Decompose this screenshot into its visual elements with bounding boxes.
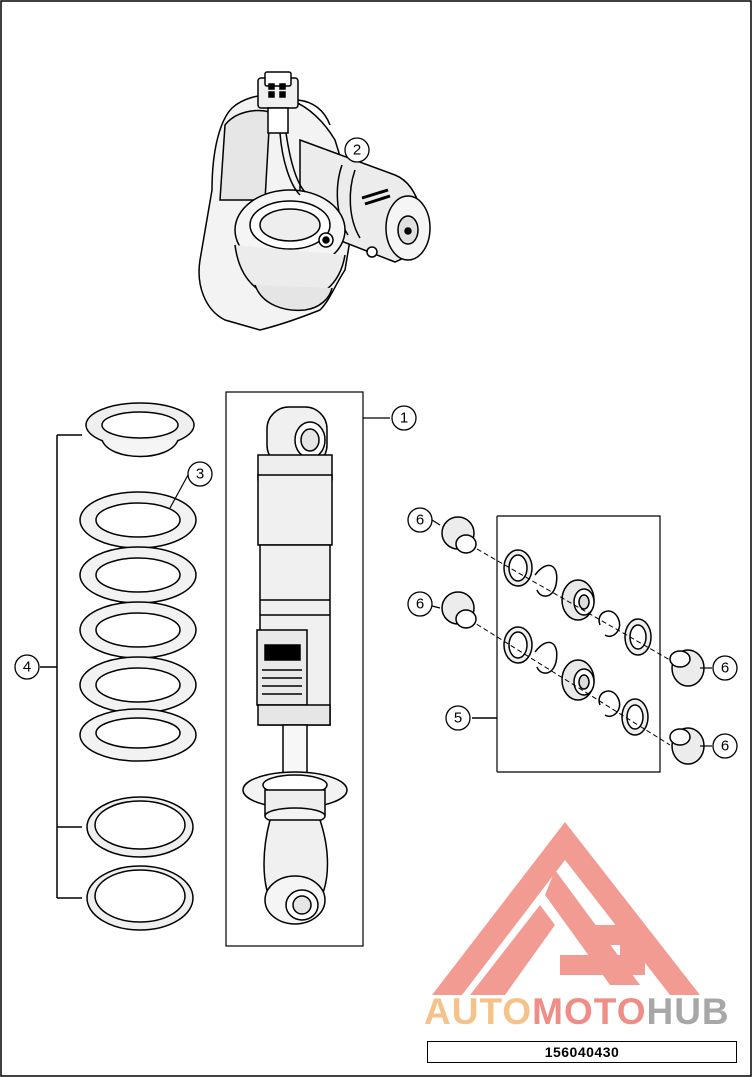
bushing-6c xyxy=(669,649,705,687)
bushing-6b xyxy=(441,591,477,629)
bushing-6a xyxy=(441,516,477,554)
callout-5: 5 xyxy=(445,705,471,731)
svg-text:5: 5 xyxy=(454,710,462,727)
callout-2: 2 xyxy=(344,137,370,163)
svg-text:6: 6 xyxy=(721,660,729,677)
callout-leaders xyxy=(169,417,712,747)
watermark-moto: MOTO xyxy=(532,991,647,1032)
coil-spring xyxy=(79,491,197,762)
watermark-auto: AUTO xyxy=(424,991,533,1032)
svg-text:6: 6 xyxy=(416,596,424,613)
svg-text:2: 2 xyxy=(353,142,361,159)
callout-6a: 6 xyxy=(407,507,433,533)
svg-text:1: 1 xyxy=(400,410,408,427)
part-number: 156040430 xyxy=(427,1041,737,1063)
svg-text:3: 3 xyxy=(196,466,204,483)
shock-absorber-box xyxy=(225,391,364,947)
callout-6d: 6 xyxy=(712,733,738,759)
watermark-logo-icon xyxy=(432,822,700,995)
watermark-hub: HUB xyxy=(646,991,730,1032)
callout-6c: 6 xyxy=(712,655,738,681)
spring-washer-2 xyxy=(86,865,194,931)
callout-1: 1 xyxy=(391,405,417,431)
callout-3: 3 xyxy=(187,461,213,487)
shock-reservoir-assembly xyxy=(198,71,431,331)
svg-text:6: 6 xyxy=(721,738,729,755)
bushing-6d xyxy=(669,727,705,765)
svg-text:4: 4 xyxy=(23,659,31,676)
bearing-kit xyxy=(469,515,671,773)
spring-kit-group xyxy=(40,434,82,899)
callout-4: 4 xyxy=(14,654,40,680)
spring-retainer-top xyxy=(85,402,195,458)
callout-6b: 6 xyxy=(407,591,433,617)
spring-washer-1 xyxy=(86,796,194,858)
svg-text:6: 6 xyxy=(416,512,424,529)
watermark-text: AUTOMOTOHUB xyxy=(424,990,744,1034)
shock-absorber xyxy=(225,391,364,947)
